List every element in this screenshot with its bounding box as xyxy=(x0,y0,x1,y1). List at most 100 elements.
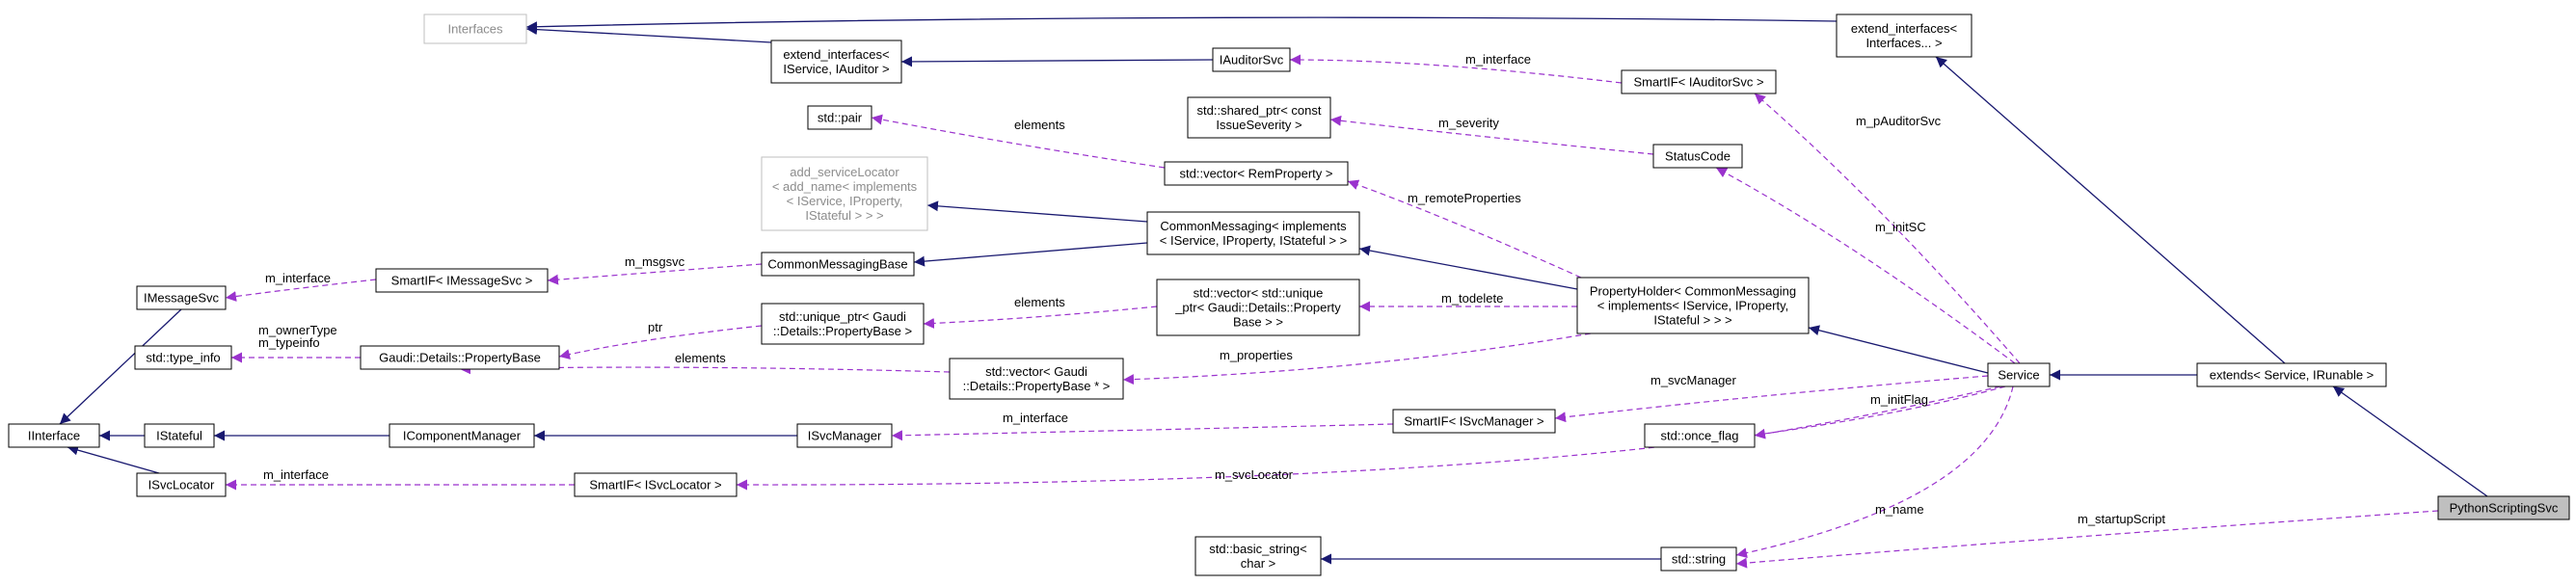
node-vector-remprop[interactable]: std::vector< RemProperty > xyxy=(1164,161,1349,186)
edge-label-propertyholder-to-vector-remprop: m_remoteProperties xyxy=(1408,191,1521,205)
node-commonmessagingbase[interactable]: CommonMessagingBase xyxy=(761,252,915,277)
node-label: CommonMessaging< implements xyxy=(1160,219,1347,233)
edge-label-propertyholder-to-vector-unique-ptr: m_todelete xyxy=(1441,291,1503,306)
edge-label-vector-remprop-to-std-pair: elements xyxy=(1014,118,1065,132)
node-label: extend_interfaces< xyxy=(783,47,889,62)
node-box xyxy=(1660,546,1737,572)
node-vector-propbase-ptr[interactable]: std::vector< Gaudi::Details::PropertyBas… xyxy=(949,358,1124,400)
edge-label-statuscode-to-shared-ptr-severity: m_severity xyxy=(1438,116,1499,130)
node-box xyxy=(1146,211,1360,255)
node-label: ISvcLocator xyxy=(148,478,215,492)
node-basic-string[interactable]: std::basic_string<char > xyxy=(1194,536,1322,576)
node-imessagesvc[interactable]: IMessageSvc xyxy=(136,285,227,310)
node-box xyxy=(761,252,915,277)
usage-edge-smartif-msgsvc-to-imessagesvc xyxy=(225,279,377,302)
usage-edge-commonmessagingbase-to-smartif-msgsvc xyxy=(547,263,763,285)
node-label: std::unique_ptr< Gaudi xyxy=(779,309,906,324)
node-label: add_serviceLocator xyxy=(790,165,899,179)
node-ext-if-auditor[interactable]: extend_interfaces<IService, IAuditor > xyxy=(770,40,902,84)
node-box xyxy=(423,13,527,44)
node-label: IComponentManager xyxy=(403,429,522,443)
edge-label-service-to-once-flag: m_initFlag xyxy=(1870,392,1928,407)
node-box xyxy=(134,345,232,370)
node-box xyxy=(1194,536,1322,576)
inheritance-edge-propertyholder-to-commonmessaging-impl xyxy=(1358,245,1578,290)
inheritance-edge-commonmessaging-impl-to-commonmessagingbase xyxy=(913,242,1148,267)
node-istateful[interactable]: IStateful xyxy=(144,423,215,448)
node-smartif-svclocator[interactable]: SmartIF< ISvcLocator > xyxy=(574,472,738,497)
node-propertybase[interactable]: Gaudi::Details::PropertyBase xyxy=(360,345,560,370)
node-label: std::once_flag xyxy=(1661,429,1739,443)
node-label: SmartIF< ISvcLocator > xyxy=(589,478,721,492)
node-box xyxy=(761,303,925,345)
node-box xyxy=(144,423,215,448)
node-box xyxy=(1187,96,1331,139)
node-box xyxy=(1621,69,1777,94)
edge-label-smartif-msgsvc-to-imessagesvc: m_interface xyxy=(265,271,331,285)
edge-label-smartif-auditor-to-iauditorsvc: m_interface xyxy=(1465,52,1531,66)
node-label: std::type_info xyxy=(146,351,220,365)
node-label: IStateful xyxy=(156,429,202,443)
node-pythonscriptingsvc[interactable]: PythonScriptingSvc xyxy=(2437,495,2570,520)
node-label: extend_interfaces< xyxy=(1851,21,1957,36)
node-label: Interfaces... > xyxy=(1865,36,1942,50)
node-label: Gaudi::Details::PropertyBase xyxy=(379,351,541,365)
node-label: IStateful > > > xyxy=(1653,313,1731,328)
inheritance-edge-isvclocator-to-interface xyxy=(67,444,160,474)
edge-label-propertyholder-to-vector-propbase-ptr: m_properties xyxy=(1220,348,1293,362)
node-icomponentmanager[interactable]: IComponentManager xyxy=(389,423,535,448)
edge-label-service-to-statuscode: m_initSC xyxy=(1875,220,1926,234)
node-label: std::pair xyxy=(818,111,863,125)
node-box xyxy=(2196,362,2387,387)
edge-label-vector-propbase-ptr-to-propertybase: elements xyxy=(675,351,726,365)
usage-edge-propertyholder-to-vector-remprop xyxy=(1347,179,1582,279)
node-box xyxy=(136,472,227,497)
node-box xyxy=(1212,47,1291,72)
nodes-layer: Interfaces extend_interfaces<IService, IA… xyxy=(8,13,2570,576)
node-box xyxy=(1156,279,1360,336)
node-commonmessaging-impl[interactable]: CommonMessaging< implements< IService, I… xyxy=(1146,211,1360,255)
node-extends-service[interactable]: extends< Service, IRunable > xyxy=(2196,362,2387,387)
node-label: Interfaces xyxy=(447,22,503,37)
node-add-servicelocator[interactable]: add_serviceLocator< add_name< implements… xyxy=(761,156,928,231)
node-isvclocator[interactable]: ISvcLocator xyxy=(136,472,227,497)
node-unique-ptr-propbase[interactable]: std::unique_ptr< Gaudi::Details::Propert… xyxy=(761,303,925,345)
node-label: StatusCode xyxy=(1665,149,1731,164)
usage-edge-unique-ptr-propbase-to-propertybase xyxy=(558,325,763,359)
node-box xyxy=(389,423,535,448)
usage-edge-service-to-statuscode xyxy=(1715,167,2016,364)
node-label: < add_name< implements xyxy=(772,179,918,194)
node-vector-unique-ptr[interactable]: std::vector< std::unique_ptr< Gaudi::Det… xyxy=(1156,279,1360,336)
node-label: IAuditorSvc xyxy=(1220,53,1284,67)
inheritance-edge-imessagesvc-to-interface xyxy=(59,308,182,425)
node-smartif-svcmanager[interactable]: SmartIF< ISvcManager > xyxy=(1392,409,1556,434)
edge-label-smartif-svcmanager-to-isvcmanager: m_interface xyxy=(1003,411,1068,425)
node-box xyxy=(360,345,560,370)
node-iauditorsvc[interactable]: IAuditorSvc xyxy=(1212,47,1291,72)
node-smartif-auditor[interactable]: SmartIF< IAuditorSvc > xyxy=(1621,69,1777,94)
node-std-pair[interactable]: std::pair xyxy=(807,105,872,130)
node-interface[interactable]: IInterface xyxy=(8,423,100,448)
edge-label-smartif-svclocator-to-isvclocator: m_interface xyxy=(263,467,329,482)
node-label: std::vector< Gaudi xyxy=(985,364,1087,379)
node-isvcmanager[interactable]: ISvcManager xyxy=(796,423,893,448)
node-service[interactable]: Service xyxy=(1987,362,2051,387)
usage-edge-smartif-auditor-to-iauditorsvc xyxy=(1289,54,1623,84)
usage-edge-service-to-smartif-svclocator xyxy=(736,386,2006,491)
node-label: ::Details::PropertyBase * > xyxy=(963,379,1111,393)
node-label: char > xyxy=(1241,556,1276,571)
usage-edge-smartif-svcmanager-to-isvcmanager xyxy=(891,423,1394,441)
node-statuscode[interactable]: StatusCode xyxy=(1652,144,1743,169)
node-label: SmartIF< IMessageSvc > xyxy=(391,274,533,288)
node-ext-if-generic[interactable]: extend_interfaces<Interfaces... > xyxy=(1836,13,1972,58)
node-once-flag[interactable]: std::once_flag xyxy=(1644,423,1756,448)
node-propertyholder[interactable]: PropertyHolder< CommonMessaging< impleme… xyxy=(1576,277,1810,334)
edge-label-service-to-smartif-svcmanager: m_svcManager xyxy=(1650,373,1737,387)
node-std-string[interactable]: std::string xyxy=(1660,546,1737,572)
node-label: Base > > xyxy=(1233,315,1283,330)
node-std-type-info[interactable]: std::type_info xyxy=(134,345,232,370)
node-label: std::vector< std::unique xyxy=(1194,286,1324,301)
node-smartif-msgsvc[interactable]: SmartIF< IMessageSvc > xyxy=(375,268,549,293)
node-interfaces[interactable]: Interfaces xyxy=(423,13,527,44)
